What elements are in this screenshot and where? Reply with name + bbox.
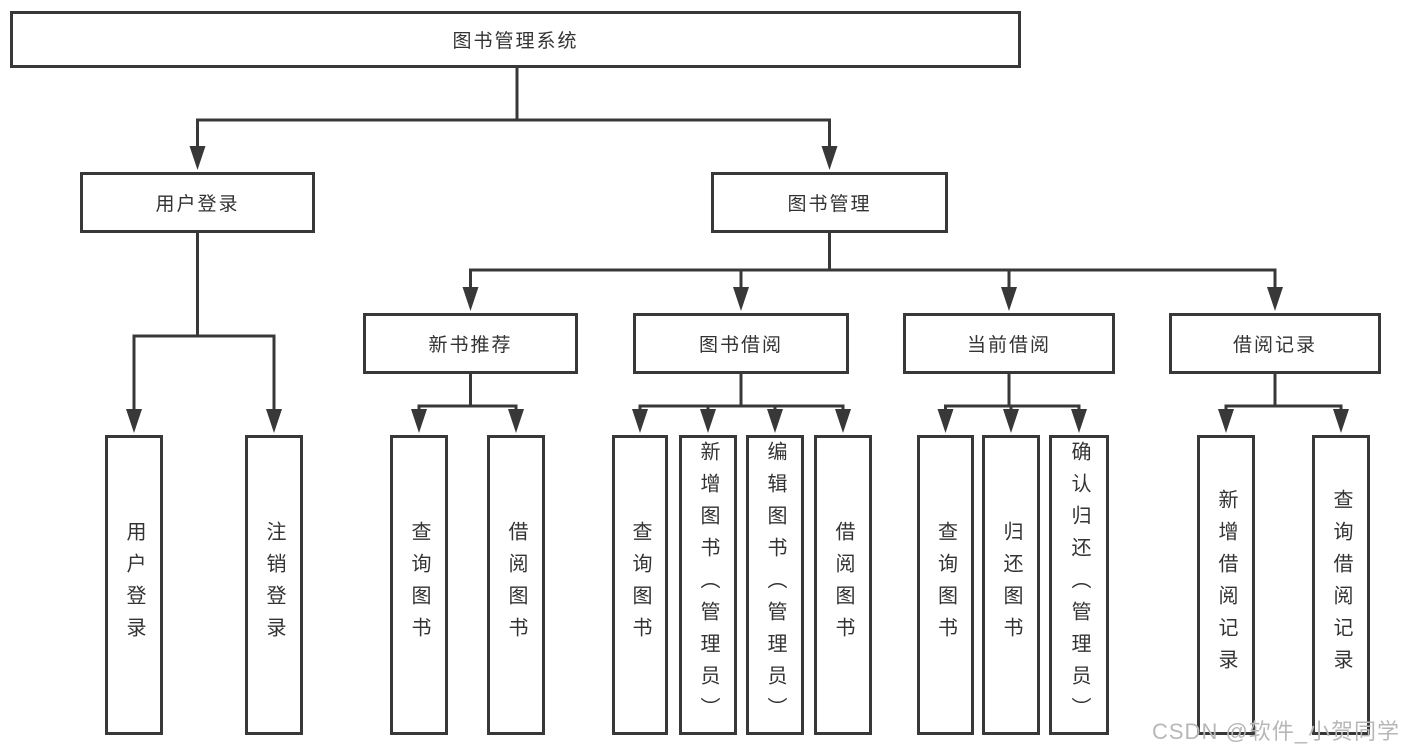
node-new-book-recommend: 新书推荐 (363, 313, 578, 374)
node-borrow-records: 借阅记录 (1169, 313, 1381, 374)
leaf-borrow-books-recommend: 借阅图书 (487, 435, 545, 735)
leaf-query-books-current: 查询图书 (917, 435, 974, 735)
leaf-logout: 注销登录 (245, 435, 303, 735)
node-user-login: 用户登录 (80, 172, 315, 233)
leaf-return-books: 归还图书 (982, 435, 1040, 735)
leaf-confirm-return-admin: 确认归还（管理员） (1049, 435, 1109, 735)
leaf-add-books-admin: 新增图书（管理员） (679, 435, 737, 735)
leaf-edit-books-admin: 编辑图书（管理员） (746, 435, 804, 735)
leaf-borrow-books: 借阅图书 (814, 435, 872, 735)
leaf-query-books-recommend: 查询图书 (390, 435, 448, 735)
leaf-query-books-borrow: 查询图书 (612, 435, 668, 735)
leaf-user-login: 用户登录 (105, 435, 163, 735)
node-book-borrow: 图书借阅 (633, 313, 849, 374)
node-current-borrow: 当前借阅 (903, 313, 1115, 374)
leaf-query-borrow-record: 查询借阅记录 (1312, 435, 1370, 735)
leaf-add-borrow-record: 新增借阅记录 (1197, 435, 1255, 735)
root-box: 图书管理系统 (10, 11, 1021, 68)
csdn-watermark: CSDN @软件_小贺同学 (1152, 719, 1401, 744)
node-book-management: 图书管理 (711, 172, 948, 233)
